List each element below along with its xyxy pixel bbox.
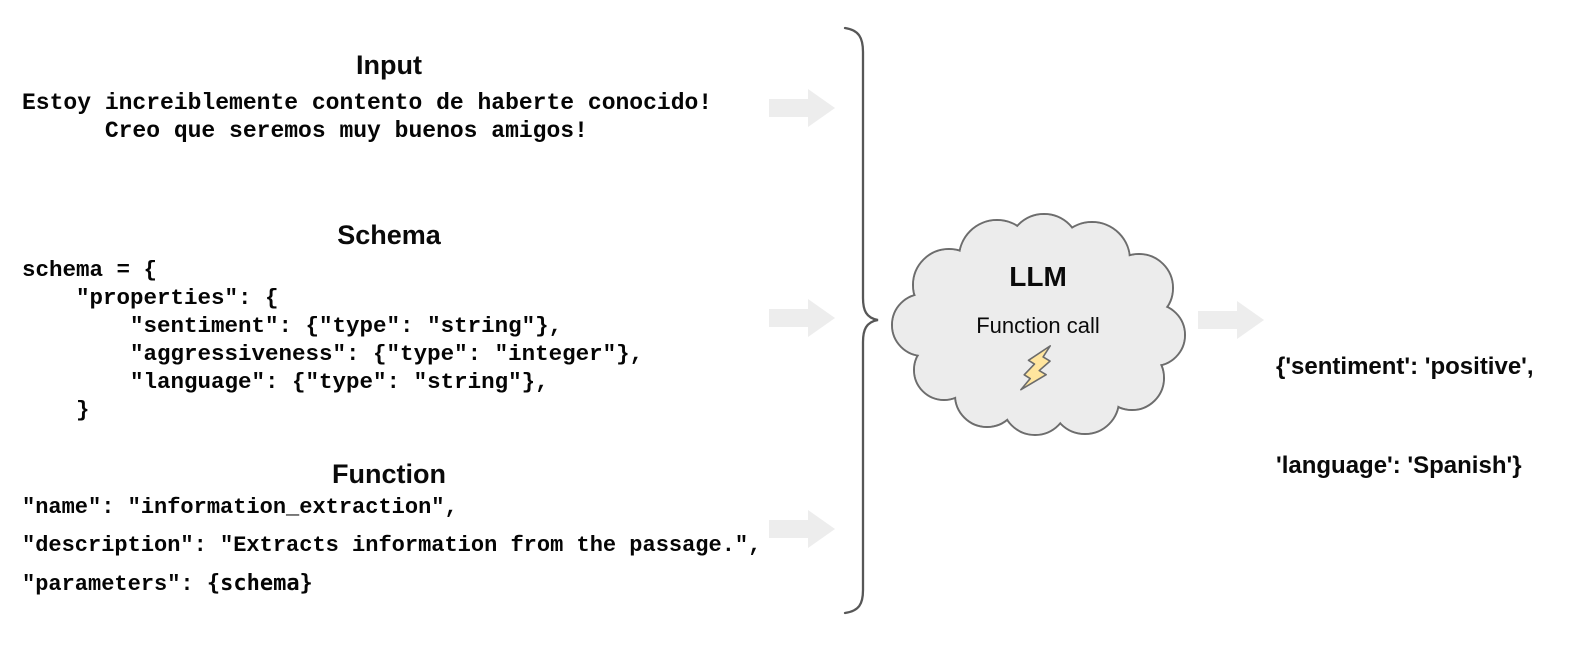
schema-arrow-icon	[769, 299, 835, 337]
input-section-title: Input	[356, 50, 422, 80]
schema-code-line: "aggressiveness": {"type": "integer"},	[22, 341, 644, 367]
input-arrow-icon	[769, 89, 835, 127]
schema-code-line: "language": {"type": "string"},	[22, 369, 549, 395]
function-name-line: "name": "information_extraction",	[22, 495, 458, 520]
schema-section-title: Schema	[337, 220, 441, 250]
llm-cloud	[891, 213, 1186, 436]
function-parameters-line: "parameters": {schema}	[22, 571, 313, 598]
output-result-line-1: {'sentiment': 'positive',	[1276, 353, 1534, 380]
function-parameters-prefix: "parameters":	[22, 572, 207, 597]
input-text-line-1: Estoy increiblemente contento de haberte…	[22, 90, 713, 116]
output-result-text: {'sentiment': 'positive', 'language': 'S…	[1276, 284, 1534, 548]
output-arrow-icon	[1198, 301, 1264, 339]
function-call-label: Function call	[976, 313, 1100, 338]
schema-code-line: }	[22, 397, 90, 423]
llm-title: LLM	[1009, 261, 1067, 292]
output-result-line-2: 'language': 'Spanish'}	[1276, 452, 1522, 479]
schema-code-line: "sentiment": {"type": "string"},	[22, 313, 563, 339]
function-parameters-schema-ref: {schema}	[206, 571, 313, 596]
schema-code-line: schema = {	[22, 257, 158, 283]
input-text-line-2: Creo que seremos muy buenos amigos!	[22, 118, 588, 144]
schema-code-line: "properties": {	[22, 285, 279, 311]
function-section-title: Function	[332, 459, 446, 489]
group-brace	[843, 26, 879, 615]
lightning-bolt-icon	[1020, 345, 1052, 391]
function-arrow-icon	[769, 510, 835, 548]
function-description-line: "description": "Extracts information fro…	[22, 533, 762, 558]
